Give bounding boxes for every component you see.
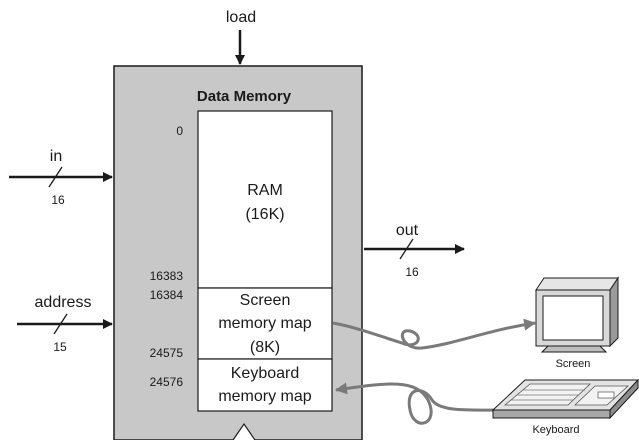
ram-size-label: (16K): [245, 206, 284, 223]
address-0: 0: [176, 124, 183, 138]
screen-segment-label-1: Screen: [240, 292, 291, 309]
keyboard-device-icon: [491, 378, 639, 420]
ram-label: RAM: [247, 182, 283, 199]
keyboard-segment-label-2: memory map: [218, 388, 311, 405]
out-width-label: 16: [405, 265, 419, 279]
in-bus-slash: [48, 166, 63, 188]
screen-device-label: Screen: [556, 358, 591, 370]
address-label: address: [35, 294, 92, 311]
address-width-label: 15: [53, 340, 67, 354]
keyboard-memory-map-segment: [197, 358, 333, 412]
clock-triangle-icon: [232, 422, 256, 440]
screen-segment-label-3: (8K): [250, 339, 280, 356]
address-bus-slash: [53, 313, 68, 335]
in-label: in: [50, 148, 62, 165]
screen-segment-label-2: memory map: [218, 315, 311, 332]
address-24576: 24576: [150, 375, 184, 389]
out-bus-slash: [399, 238, 414, 260]
screen-device-icon: [535, 276, 619, 353]
screen-cable: [332, 318, 536, 350]
in-width-label: 16: [51, 193, 65, 207]
address-16383: 16383: [150, 269, 184, 283]
keyboard-device-label: Keyboard: [532, 424, 579, 436]
keyboard-cable: [335, 382, 501, 425]
out-label: out: [396, 222, 419, 239]
data-memory-title: Data Memory: [197, 88, 292, 105]
ram-segment: [197, 110, 333, 289]
address-16384: 16384: [150, 288, 184, 302]
screen-memory-map-segment: [197, 287, 333, 360]
load-label: load: [226, 9, 256, 26]
address-24575: 24575: [150, 346, 184, 360]
keyboard-segment-label-1: Keyboard: [231, 365, 300, 382]
